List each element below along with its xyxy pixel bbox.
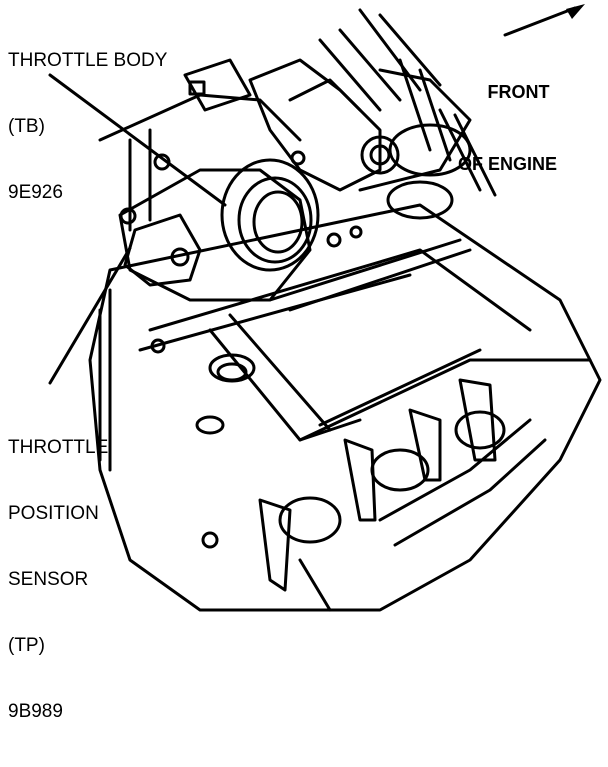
plug-wire [318, 38, 382, 112]
tp-sensor-label: THROTTLE POSITION SENSOR (TP) 9B989 [8, 393, 108, 767]
tp-sensor-label-line3: SENSOR [8, 569, 89, 590]
tb-leader-line [48, 73, 227, 207]
front-of-engine-label: FRONT OF ENGINE [458, 32, 557, 224]
front-arrow-line [503, 6, 577, 37]
tp-sensor-label-line4: (TP) [8, 635, 45, 656]
throttle-body-label-line3: 9E926 [8, 182, 63, 203]
intake-housing [118, 168, 312, 302]
throttle-body-bore [220, 158, 320, 272]
connector [183, 58, 252, 112]
front-of-engine-line1: FRONT [487, 82, 550, 102]
front-arrow-head [566, 4, 585, 19]
tp-sensor-label-line5: 9B989 [8, 701, 63, 722]
throttle-body-label-line1: THROTTLE BODY [8, 50, 168, 71]
engine-diagram: THROTTLE BODY (TB) 9E926 FRONT OF ENGINE… [8, 4, 602, 722]
tp-leader-line [48, 246, 132, 385]
tp-sensor-label-line1: THROTTLE [8, 437, 109, 458]
engine-illustration [48, 4, 602, 612]
throttle-body-label-line2: (TB) [8, 116, 45, 137]
valve-cover [88, 203, 602, 612]
throttle-body-label: THROTTLE BODY (TB) 9E926 [8, 6, 167, 248]
tp-sensor-body [123, 213, 202, 287]
front-of-engine-line2: OF ENGINE [458, 154, 558, 174]
plug-boot [258, 498, 292, 592]
tp-sensor-label-line2: POSITION [8, 503, 99, 524]
